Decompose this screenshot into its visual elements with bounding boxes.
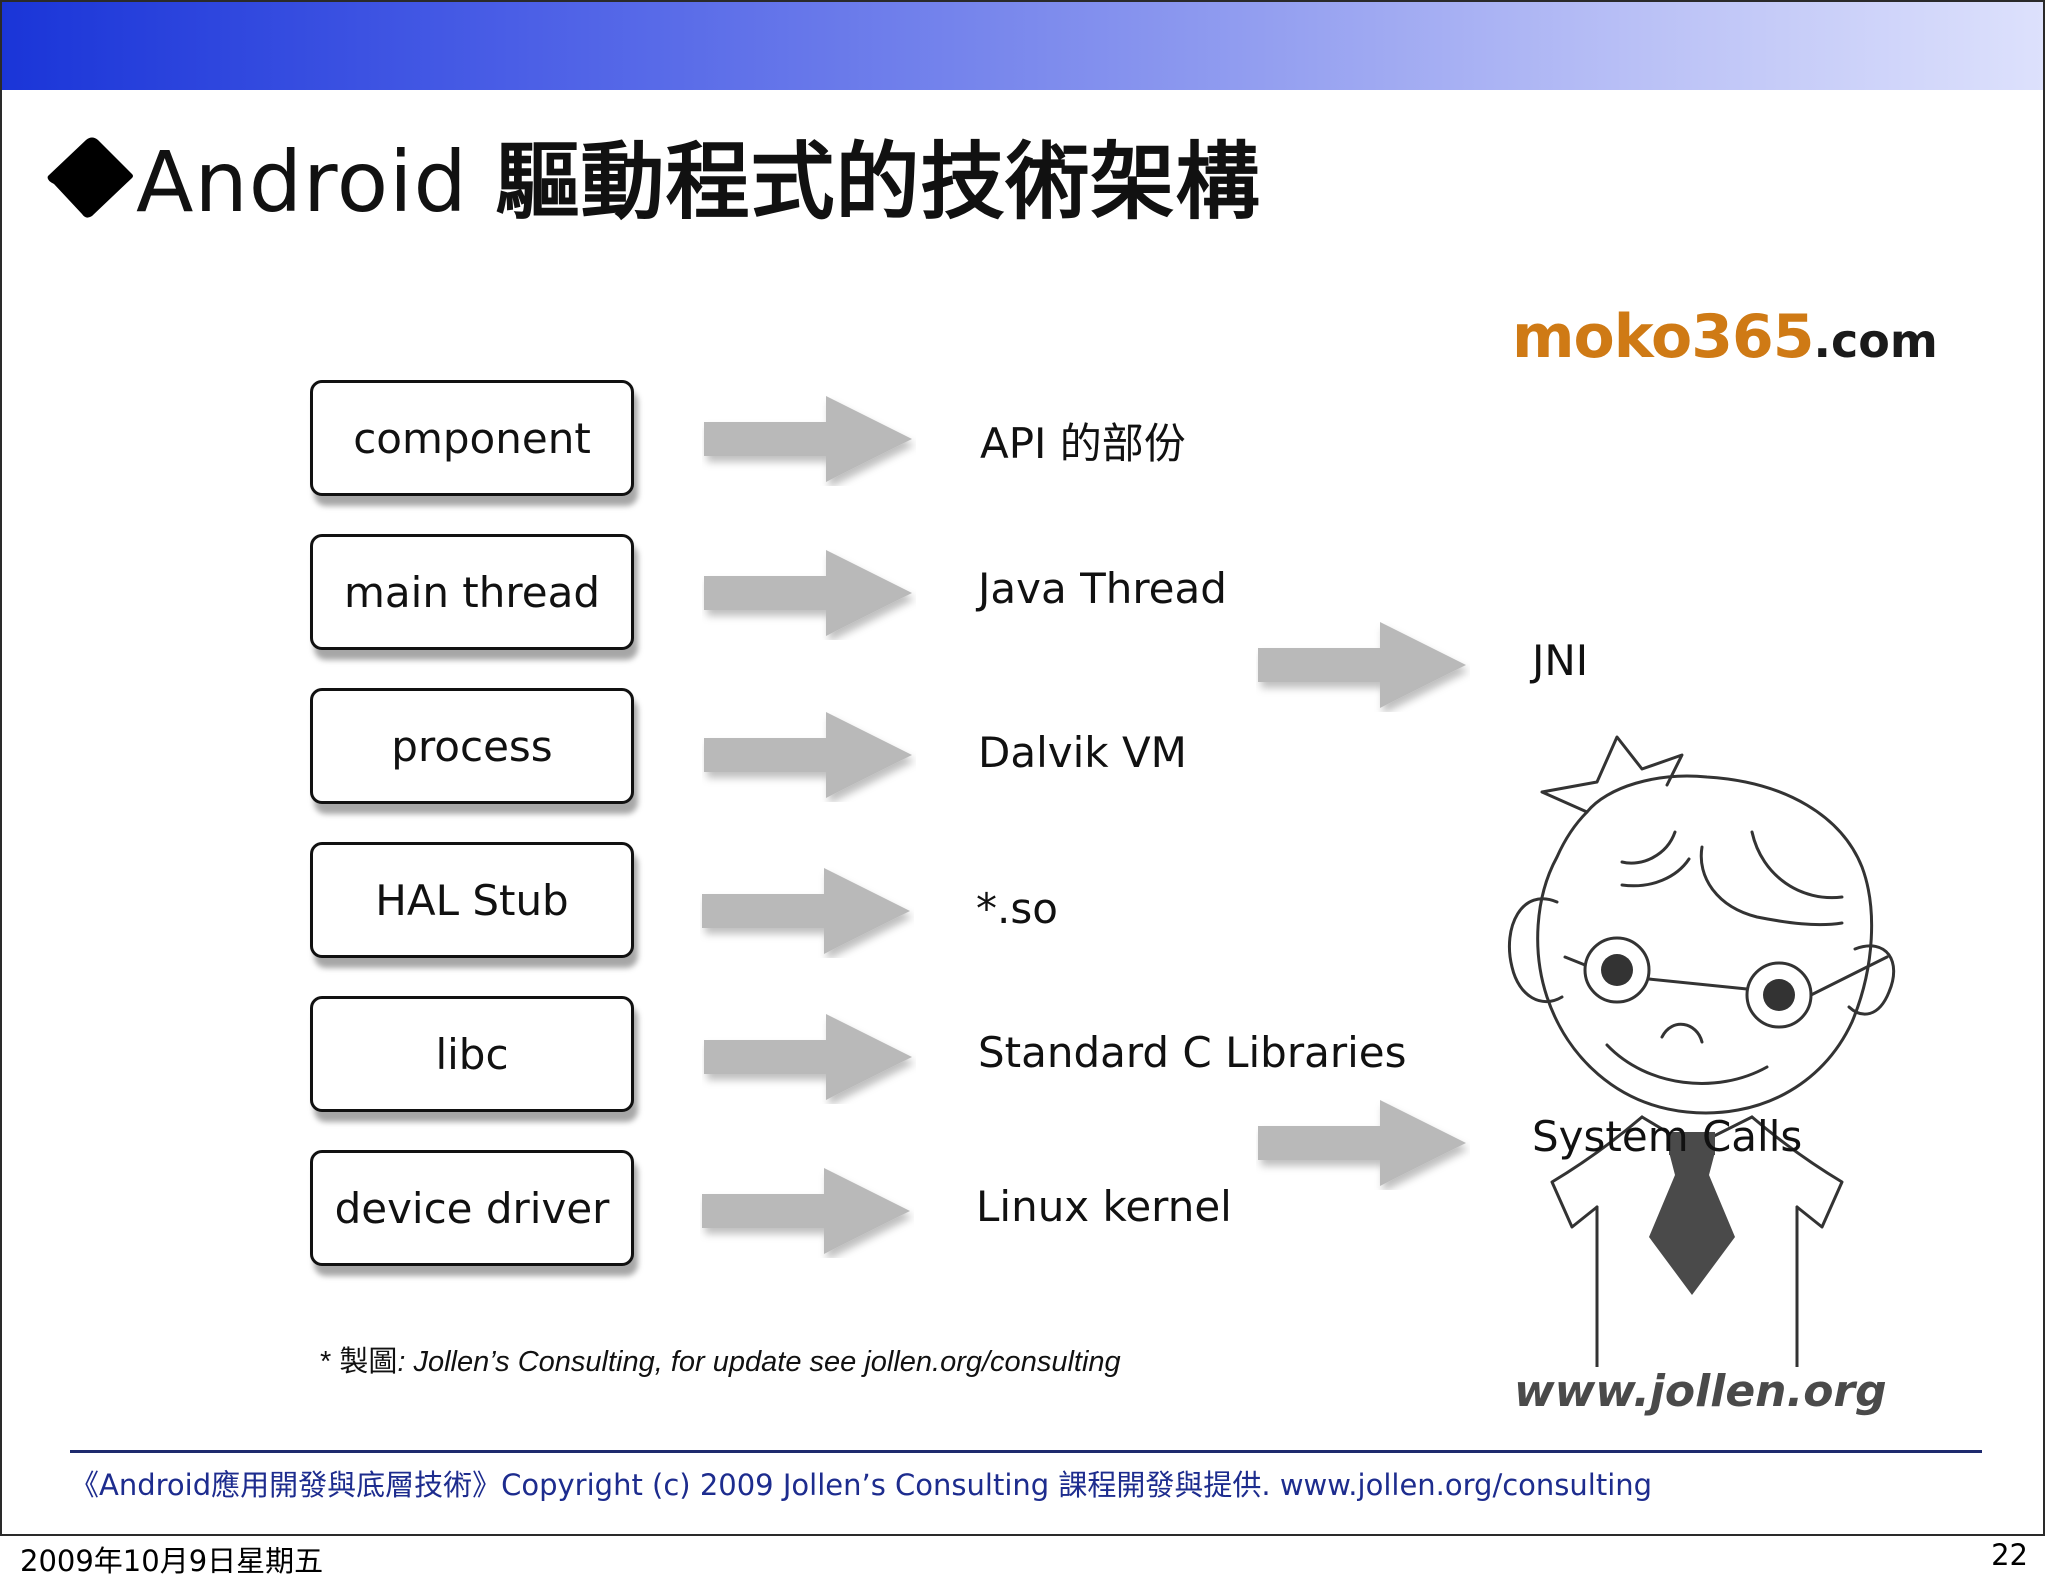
cartoon-mascot bbox=[1507, 735, 1896, 1367]
layer-box-component: component bbox=[310, 380, 634, 496]
arrow-right-icon bbox=[702, 1168, 910, 1254]
credit-text: : Jollen’s Consulting, for update see jo… bbox=[397, 1346, 1121, 1378]
footer-copyright: 《Android應用開發與底層技術》Copyright (c) 2009 Jol… bbox=[70, 1468, 1653, 1502]
title-latin: Android bbox=[136, 132, 468, 231]
arrow-right-icon bbox=[1258, 622, 1466, 708]
slide: Android 驅動程式的技術架構 moko365.com component … bbox=[0, 0, 2045, 1536]
arrow-right-icon bbox=[704, 1014, 912, 1100]
layer-label-linux-kernel: Linux kernel bbox=[976, 1182, 1232, 1231]
layer-box-hal-stub: HAL Stub bbox=[310, 842, 634, 958]
layer-label-java-thread: Java Thread bbox=[978, 564, 1227, 613]
arrow-right-icon bbox=[1258, 1100, 1466, 1186]
layer-label-api: API 的部份 bbox=[980, 419, 1186, 468]
site-logo: www.jollen.org bbox=[1514, 1366, 1887, 1417]
layer-box-main-thread: main thread bbox=[310, 534, 634, 650]
layer-box-process: process bbox=[310, 688, 634, 804]
layer-box-libc: libc bbox=[310, 996, 634, 1112]
brand-logo-tld: .com bbox=[1813, 314, 1938, 368]
bridge-label-jni: JNI bbox=[1532, 636, 1589, 685]
print-date: 2009年10月9日星期五 bbox=[20, 1544, 324, 1578]
arrow-right-icon bbox=[704, 396, 912, 482]
arrow-right-icon bbox=[704, 712, 912, 798]
brand-logo-main: moko365 bbox=[1512, 302, 1814, 372]
layer-label-so: *.so bbox=[976, 884, 1058, 933]
diamond-bullet-icon bbox=[47, 137, 133, 218]
arrow-right-icon bbox=[702, 868, 910, 954]
layer-box-device-driver: device driver bbox=[310, 1150, 634, 1266]
bridge-label-system-calls: System Calls bbox=[1532, 1112, 1803, 1161]
slide-title: Android 驅動程式的技術架構 bbox=[46, 120, 1260, 231]
arrow-right-icon bbox=[704, 550, 912, 636]
credit-prefix: * 製圖 bbox=[320, 1346, 398, 1378]
credit-note: * 製圖: Jollen’s Consulting, for update se… bbox=[320, 1338, 1121, 1380]
page-number: 22 bbox=[1991, 1538, 2028, 1572]
brand-logo: moko365.com bbox=[1512, 302, 1938, 372]
header-gradient-band bbox=[2, 2, 2043, 90]
title-cjk: 驅動程式的技術架構 bbox=[495, 132, 1261, 231]
title-text: Android 驅動程式的技術架構 bbox=[136, 115, 1260, 236]
footer-divider bbox=[70, 1450, 1982, 1453]
layer-label-standard-c-libraries: Standard C Libraries bbox=[978, 1028, 1407, 1077]
layer-label-dalvik-vm: Dalvik VM bbox=[978, 728, 1187, 777]
